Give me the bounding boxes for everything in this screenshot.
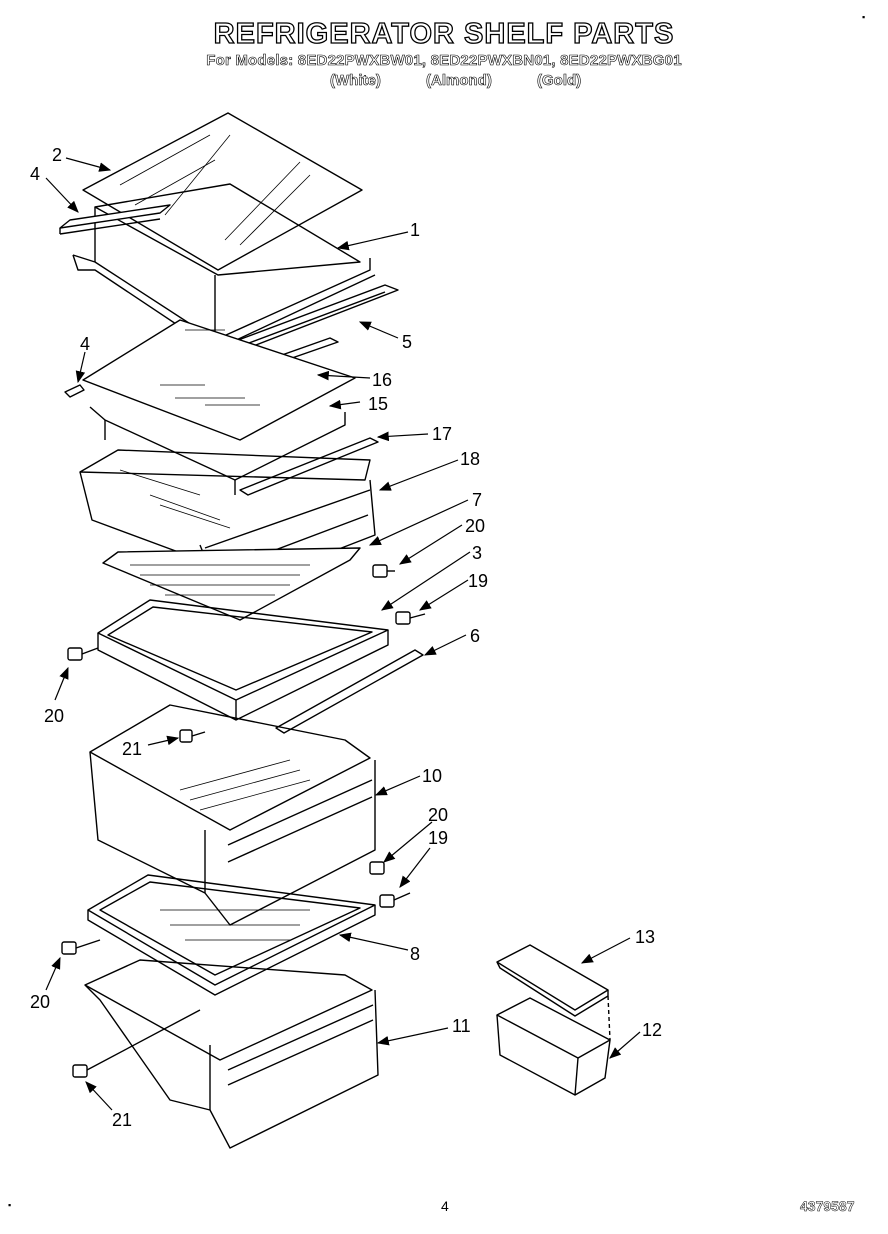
models-line: For Models: 8ED22PWXBW01, 8ED22PWXBN01, … [206,52,682,70]
callout-7: 7 [472,490,482,510]
fastener-20-mid [369,861,385,875]
corner-mark-top: ▪ [862,12,866,22]
crisper-drawer-part-10 [89,704,376,926]
butter-lid-part-13 [496,944,609,1017]
finish-white: (White) [330,72,381,90]
fastener-21-lower [72,1009,201,1078]
callout-19-mid: 19 [428,828,448,848]
callout-20-lower: 20 [30,992,50,1012]
butter-bin-part-12 [496,995,611,1096]
page-title: REFRIGERATOR SHELF PARTS [213,17,675,50]
callout-20-left: 20 [44,706,64,726]
callout-19-upper: 19 [468,571,488,591]
drawer-frame-part-8 [87,874,376,996]
fastener-19-mid [379,892,411,908]
crisper-cover-frame-part-15 [89,406,346,495]
rail-part-17 [239,437,379,496]
fastener-20-lower [61,939,101,955]
corner-mark-bottom: ▪ [8,1200,12,1210]
leader-lines [45,157,641,1111]
crisper-drawer-part-11 [84,959,379,1149]
fastener-19-upper [395,611,426,625]
callout-4-lower: 4 [80,334,90,354]
callout-1: 1 [410,220,420,240]
crisper-frame-part-3 [97,599,389,721]
callout-8: 8 [410,944,420,964]
callout-4-upper: 4 [30,164,40,184]
finish-gold: (Gold) [537,72,582,90]
finish-almond: (Almond) [426,72,492,90]
callout-21-upper: 21 [122,739,142,759]
fastener-21-upper [179,729,206,743]
drawer-cover-part-7 [102,547,361,621]
callout-5: 5 [402,332,412,352]
callout-11: 11 [452,1016,471,1036]
callout-3: 3 [472,543,482,563]
callout-20-upper: 20 [465,516,485,536]
fastener-20-left [67,647,99,661]
callout-16: 16 [372,370,392,390]
glass-shelf-part-2 [82,112,363,271]
side-rail-part-4-lower [64,384,85,398]
callout-20-mid: 20 [428,805,448,825]
document-number: 4379587 [800,1198,855,1215]
callout-2: 2 [52,145,62,165]
callout-6: 6 [470,626,480,646]
callout-13: 13 [635,927,655,947]
callout-17: 17 [432,424,452,444]
fastener-20-upper [372,564,395,578]
side-rail-part-4-upper [59,204,171,235]
callout-18: 18 [460,449,480,469]
callout-10: 10 [422,766,442,786]
callout-15: 15 [368,394,388,414]
page-number: 4 [441,1198,449,1214]
callout-21-lower: 21 [112,1110,132,1130]
callout-12: 12 [642,1020,662,1040]
rail-part-6 [275,649,424,734]
glass-panel-part-16 [82,319,356,441]
